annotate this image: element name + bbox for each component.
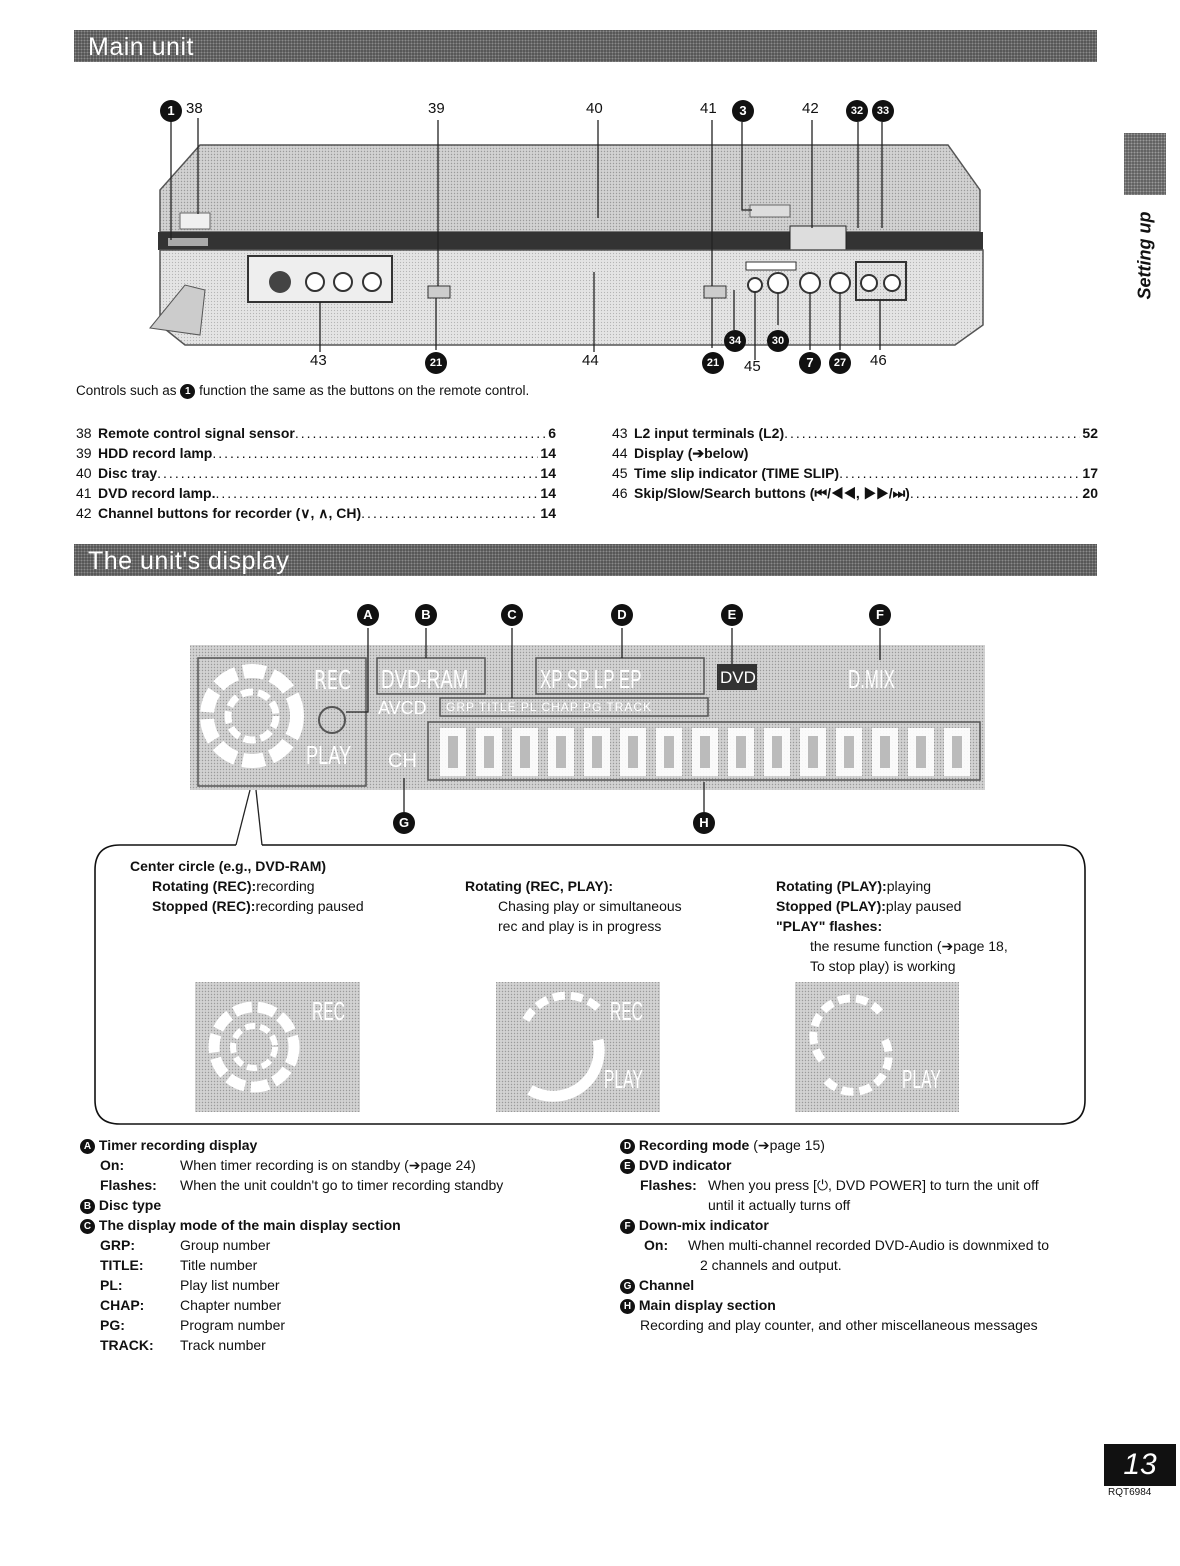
lcd-avcd-label: AVCD (378, 698, 427, 719)
callout-a: A (357, 604, 379, 626)
legend-title: Disc type (99, 1197, 161, 1213)
legend-value: Program number (180, 1315, 285, 1335)
legend-ref: (➔page 15) (753, 1137, 825, 1153)
legend-value: Play list number (180, 1275, 280, 1295)
legend-value: Chapter number (180, 1295, 281, 1315)
state-text: Chasing play or simultaneous (465, 896, 682, 916)
thumb-rec-label: REC (312, 996, 345, 1027)
callout-f: F (869, 604, 891, 626)
callout-e: E (721, 604, 743, 626)
state-text: playing (887, 878, 931, 894)
lcd-rec-label: REC (314, 666, 351, 696)
state-label: Stopped (PLAY): (776, 898, 886, 914)
legend-title: Down-mix indicator (639, 1217, 769, 1233)
legend-left: A Timer recording display On:When timer … (80, 1135, 600, 1355)
legend-value: Track number (180, 1335, 266, 1355)
state-text: To stop play) is working (776, 956, 1008, 976)
center-circle-col3: Rotating (PLAY):playing Stopped (PLAY):p… (776, 876, 1008, 976)
legend-key: TRACK: (100, 1335, 180, 1355)
lcd-dvd-indicator: DVD (720, 668, 756, 688)
state-label: Rotating (REC, PLAY): (465, 878, 613, 894)
legend-value: When timer recording is on standby (➔pag… (180, 1155, 476, 1175)
callout-c: C (501, 604, 523, 626)
legend-value: When the unit couldn't go to timer recor… (180, 1175, 503, 1195)
legend-key: On: (644, 1235, 688, 1255)
legend-value: Recording and play counter, and other mi… (620, 1315, 1110, 1335)
page-number: 13 (1104, 1444, 1176, 1486)
center-circle-col1: Center circle (e.g., DVD-RAM) Rotating (… (130, 856, 364, 916)
state-text: play paused (886, 898, 962, 914)
legend-key: On: (100, 1155, 180, 1175)
legend-key: TITLE: (100, 1255, 180, 1275)
legend-title: The display mode of the main display sec… (99, 1217, 401, 1233)
state-label: Rotating (REC): (152, 878, 256, 894)
center-circle-col2: Rotating (REC, PLAY): Chasing play or si… (465, 876, 682, 936)
callout-h: H (693, 812, 715, 834)
state-text: rec and play is in progress (465, 916, 682, 936)
state-label: Rotating (PLAY): (776, 878, 887, 894)
callout-g: G (393, 812, 415, 834)
state-text: recording paused (255, 898, 363, 914)
thumb-play-label: PLAY (604, 1064, 643, 1095)
legend-value: When you press [⏻, DVD POWER] to turn th… (708, 1175, 1039, 1195)
legend-key: Flashes: (640, 1175, 708, 1195)
legend-right: D Recording mode (➔page 15) E DVD indica… (620, 1135, 1110, 1335)
lcd-dvdram-label: DVD-RAM (381, 664, 468, 695)
lcd-sub-modes: GRP TITLE PL CHAP PG TRACK (446, 700, 652, 714)
legend-key: GRP: (100, 1235, 180, 1255)
legend-title: DVD indicator (639, 1157, 732, 1173)
callout-b: B (415, 604, 437, 626)
legend-value: Title number (180, 1255, 257, 1275)
legend-key: CHAP: (100, 1295, 180, 1315)
legend-title: Main display section (639, 1297, 776, 1313)
document-id: RQT6984 (1108, 1487, 1151, 1498)
callout-d: D (611, 604, 633, 626)
legend-key: PL: (100, 1275, 180, 1295)
legend-title: Recording mode (639, 1137, 749, 1153)
legend-title: Channel (639, 1277, 694, 1293)
state-text: the resume function (➔page 18, (776, 936, 1008, 956)
lcd-dmix-indicator: D.MIX (848, 664, 895, 695)
legend-value: When multi-channel recorded DVD-Audio is… (688, 1235, 1049, 1255)
legend-value: 2 channels and output. (620, 1255, 1110, 1275)
lcd-recording-modes: XP SP LP EP (540, 664, 641, 695)
state-label: "PLAY" flashes: (776, 918, 882, 934)
legend-key: Flashes: (100, 1175, 180, 1195)
legend-title: Timer recording display (99, 1137, 257, 1153)
center-circle-title: Center circle (e.g., DVD-RAM) (130, 858, 326, 874)
lcd-channel-label: CH (388, 750, 417, 773)
legend-value: Group number (180, 1235, 270, 1255)
legend-value: until it actually turns off (620, 1195, 1110, 1215)
legend-key: PG: (100, 1315, 180, 1335)
thumb-play-label: PLAY (902, 1064, 941, 1095)
thumb-rec-label: REC (610, 996, 643, 1027)
state-text: recording (256, 878, 314, 894)
state-label: Stopped (REC): (152, 898, 255, 914)
lcd-play-label: PLAY (306, 740, 351, 771)
